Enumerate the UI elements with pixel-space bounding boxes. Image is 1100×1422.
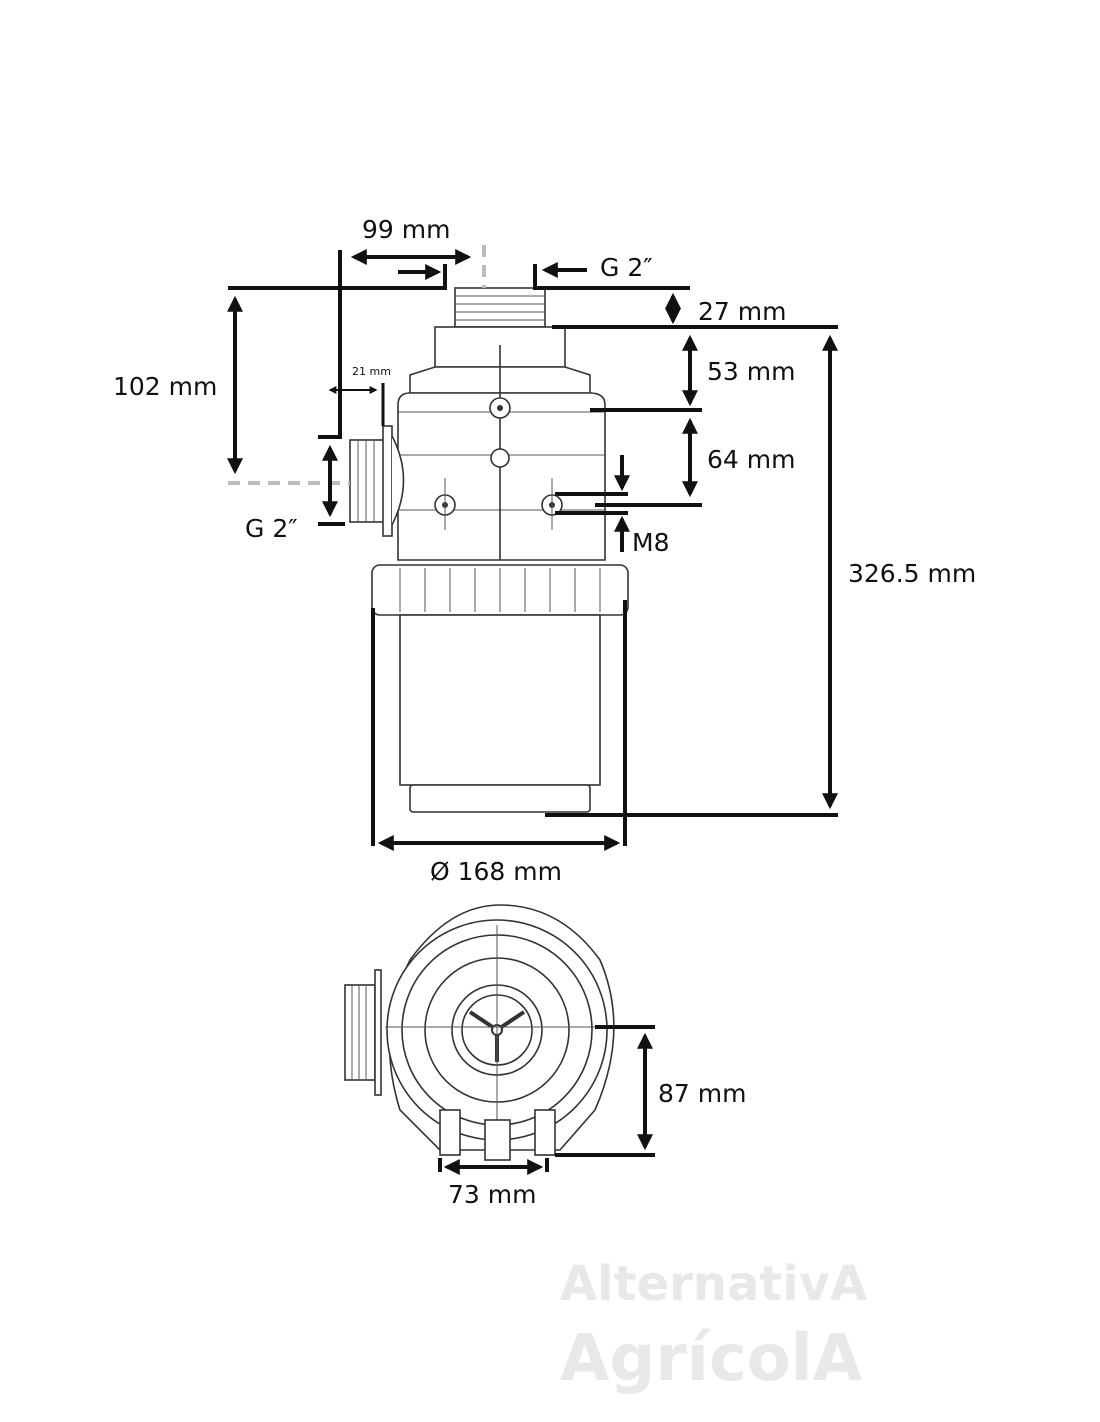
dim-bolt-size: M8 xyxy=(632,528,669,557)
dim-offset-width: 99 mm xyxy=(362,215,450,244)
filter-bowl xyxy=(399,614,601,786)
dim-inlet-height: 102 mm xyxy=(113,372,217,401)
filter-head xyxy=(397,392,606,561)
filter-top-view xyxy=(344,904,615,1161)
outlet-thread xyxy=(454,287,546,328)
dim-upper-section: 53 mm xyxy=(707,357,795,386)
dim-outlet-thread: G 2″ xyxy=(600,253,653,282)
dimension-lines xyxy=(227,245,838,851)
bolt-icon xyxy=(489,397,511,419)
dim-outlet-height: 27 mm xyxy=(698,297,786,326)
bolt-icon xyxy=(434,478,456,530)
watermark-logo: AlternativA AgrícolA xyxy=(560,1256,867,1396)
dim-bolt-spacing: 64 mm xyxy=(707,445,795,474)
dim-diameter: Ø 168 mm xyxy=(430,857,562,886)
inlet-thread xyxy=(349,439,389,523)
watermark-line1: AlternativA xyxy=(560,1256,867,1312)
bolt-icon xyxy=(541,478,563,530)
dim-total-height: 326.5 mm xyxy=(848,559,976,588)
dim-inlet-length: 21 mm xyxy=(352,365,391,378)
filter-side-view xyxy=(349,287,629,813)
dim-inlet-thread: G 2″ xyxy=(245,514,298,543)
inlet-thread-top xyxy=(344,984,376,1081)
top-view-dimension-lines xyxy=(438,1025,655,1175)
dim-mount-width: 73 mm xyxy=(448,1180,536,1209)
dim-mount-offset: 87 mm xyxy=(658,1079,746,1108)
watermark-line2: AgrícolA xyxy=(560,1322,863,1396)
